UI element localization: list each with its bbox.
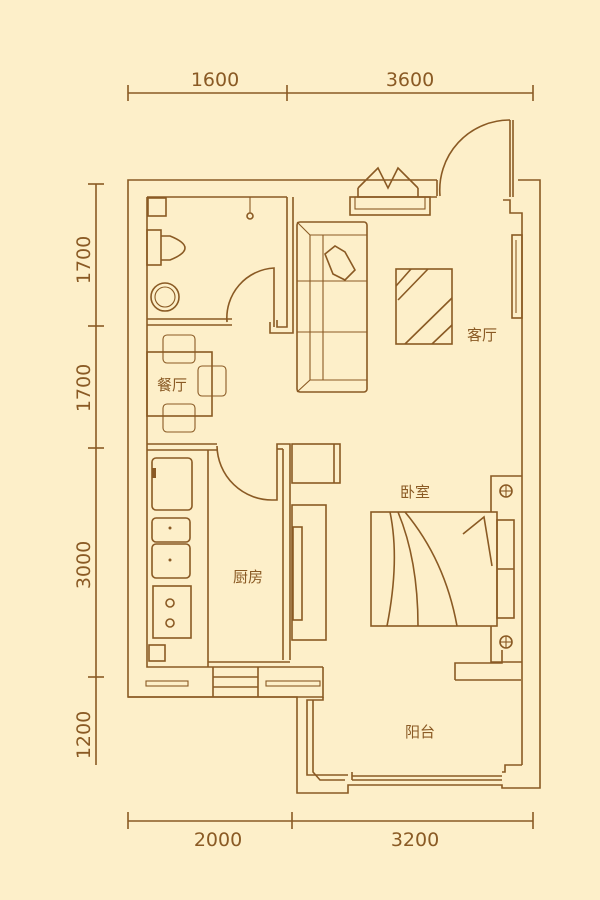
living-tv <box>511 234 523 319</box>
shoe-cabinet <box>349 166 431 216</box>
label-balcony: 阳台 <box>405 723 435 741</box>
entrance-door <box>438 119 514 197</box>
dim-left-3: 3000 <box>73 541 95 589</box>
dim-left-1: 1700 <box>73 236 95 284</box>
label-dining-room: 餐厅 <box>157 376 187 394</box>
dim-bottom-1: 2000 <box>194 829 242 851</box>
sofa <box>296 221 368 393</box>
bed <box>370 511 515 627</box>
dimension-bottom: 2000 3200 <box>127 812 534 851</box>
bedroom-tv <box>291 443 341 641</box>
dim-top-2: 3600 <box>386 69 434 91</box>
outer-walls <box>127 179 541 794</box>
label-kitchen: 厨房 <box>233 568 263 586</box>
dimension-top: 1600 3600 <box>127 69 534 101</box>
dim-left-2: 1700 <box>73 364 95 412</box>
interior-walls <box>128 197 522 781</box>
label-bedroom: 卧室 <box>400 483 430 501</box>
dim-left-4: 1200 <box>73 711 95 759</box>
bathroom-fixtures <box>146 197 275 327</box>
kitchen-door <box>216 445 278 501</box>
label-living-room: 客厅 <box>467 326 497 344</box>
dining-table <box>146 334 227 433</box>
nightstands <box>499 484 513 649</box>
dim-bottom-2: 3200 <box>391 829 439 851</box>
dimension-left: 1700 1700 3000 1200 <box>73 183 104 765</box>
coffee-table <box>395 268 453 345</box>
dim-top-1: 1600 <box>191 69 239 91</box>
kitchen-fixtures <box>148 457 193 662</box>
